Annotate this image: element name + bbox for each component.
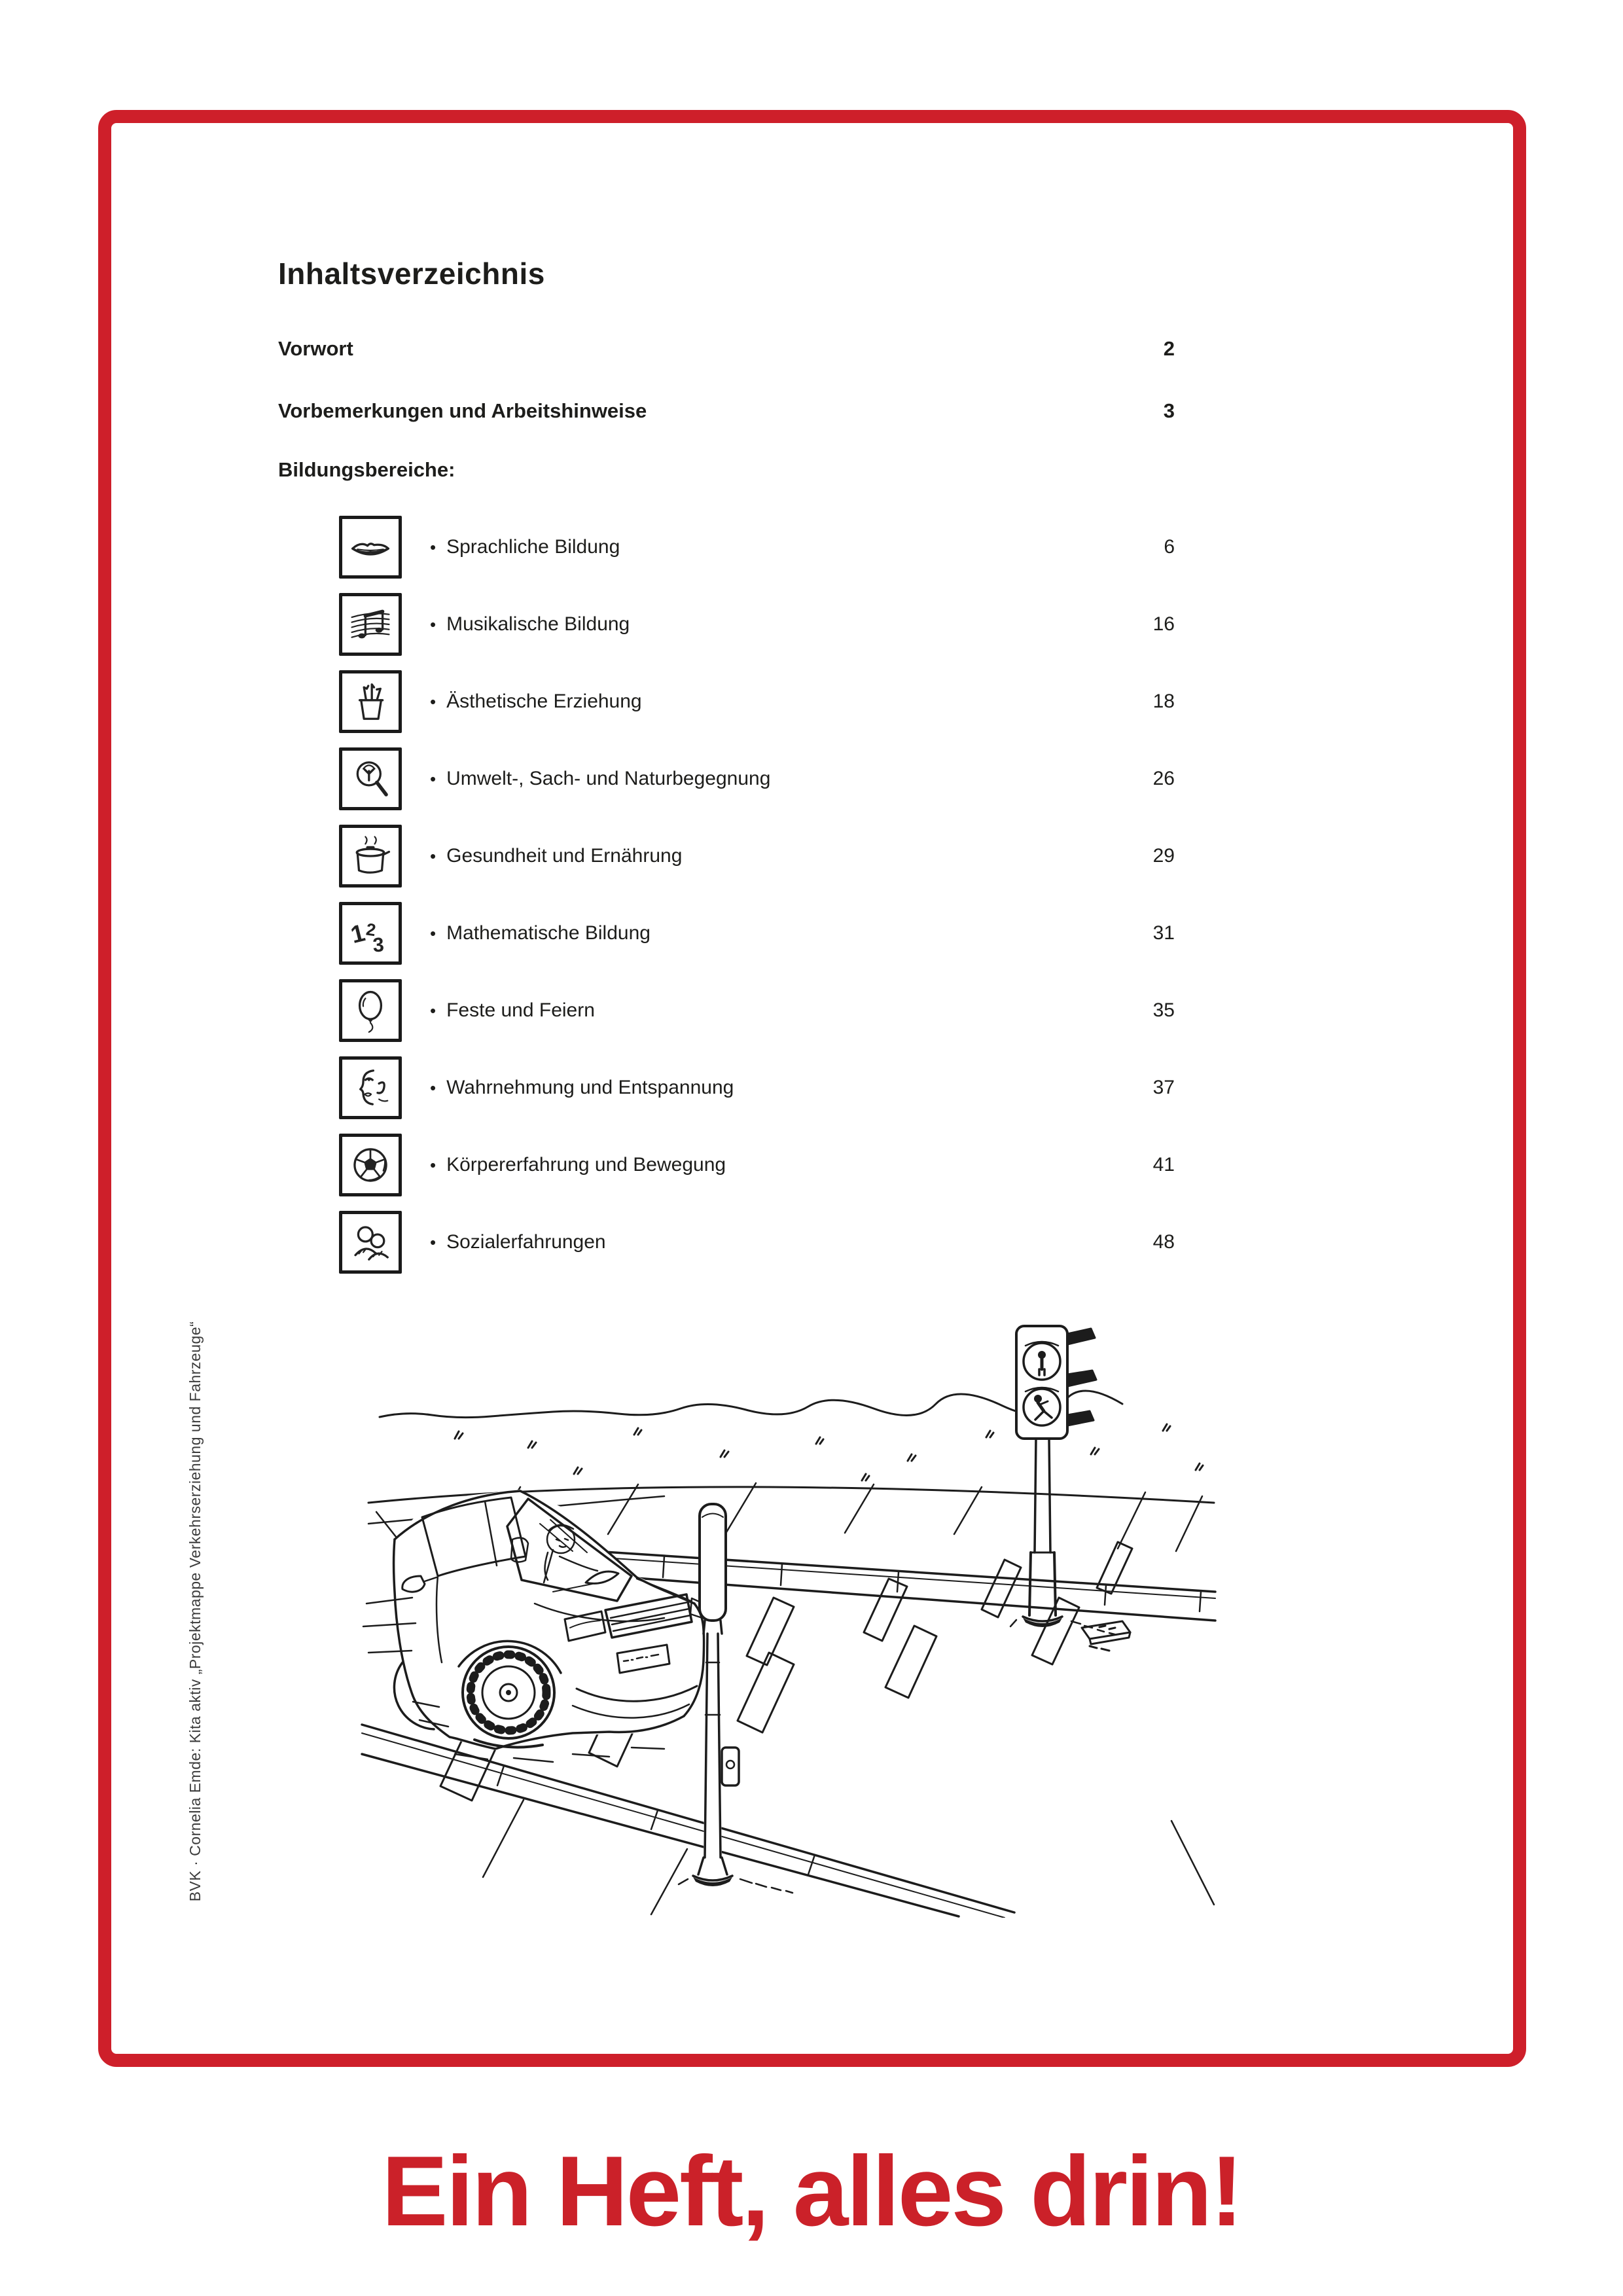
- toc-page-number: 3: [1163, 399, 1175, 422]
- bullet-icon: •: [430, 1001, 437, 1020]
- balloon-icon: [339, 979, 402, 1042]
- toc-page-number: 29: [1152, 845, 1175, 867]
- toc-row-vorbemerkungen: Vorbemerkungen und Arbeitshinweise 3: [278, 399, 1175, 423]
- red-frame-border: [98, 110, 1526, 2067]
- toc-page-number: 18: [1152, 691, 1175, 712]
- toc-label: Vorwort: [278, 337, 353, 360]
- bullet-icon: •: [430, 1078, 437, 1098]
- toc-item: •Feste und Feiern 35: [339, 979, 1175, 1042]
- grass-horizon: [378, 1390, 1204, 1482]
- bullet-icon: •: [430, 769, 437, 789]
- toc-page-number: 41: [1152, 1154, 1175, 1175]
- ground-box: [1080, 1620, 1132, 1652]
- svg-text:1: 1: [348, 918, 368, 948]
- pencil-cup-icon: [339, 670, 402, 733]
- toc-page-number: 35: [1152, 999, 1175, 1021]
- toc-label: Vorbemerkungen und Arbeitshinweise: [278, 399, 647, 422]
- toc-item-label: •Wahrnehmung und Entspannung: [430, 1077, 734, 1098]
- toc-item-label: •Körpererfahrung und Bewegung: [430, 1154, 726, 1175]
- car: [362, 1490, 705, 1763]
- front-wheel: [461, 1645, 556, 1740]
- page-title: Inhaltsverzeichnis: [278, 256, 545, 291]
- toc-item: •Sprachliche Bildung 6: [339, 516, 1175, 579]
- toc-item-label: •Sozialerfahrungen: [430, 1231, 606, 1253]
- promo-headline: Ein Heft, alles drin!: [382, 2136, 1243, 2247]
- bullet-icon: •: [430, 1232, 437, 1252]
- svg-text:3: 3: [372, 933, 384, 956]
- bullet-icon: •: [430, 924, 437, 943]
- toc-item: •Umwelt-, Sach- und Naturbegegnung 26: [339, 747, 1175, 810]
- toc-item-label: •Mathematische Bildung: [430, 922, 651, 944]
- pedestrian-signal-pole: [677, 1503, 794, 1894]
- toc-item: •Gesundheit und Ernährung 29: [339, 825, 1175, 888]
- toc-item-label: •Feste und Feiern: [430, 999, 595, 1021]
- toc-item: •Wahrnehmung und Entspannung 37: [339, 1056, 1175, 1119]
- football-icon: [339, 1134, 402, 1196]
- publisher-credit: BVK · Cornelia Emde: Kita aktiv „Projekt…: [187, 1321, 204, 1902]
- cooking-pot-icon: [339, 825, 402, 888]
- senses-face-icon: [339, 1056, 402, 1119]
- toc-row-vorwort: Vorwort 2: [278, 337, 1175, 361]
- toc-item: •Musikalische Bildung 16: [339, 593, 1175, 656]
- toc-page-number: 26: [1152, 768, 1175, 789]
- toc-item-list: •Sprachliche Bildung 6 •Musikalische Bil…: [339, 516, 1175, 1288]
- toc-item: •Ästhetische Erziehung 18: [339, 670, 1175, 733]
- magnifier-tree-icon: [339, 747, 402, 810]
- toc-item: •Sozialerfahrungen 48: [339, 1211, 1175, 1274]
- section-label: Bildungsbereiche:: [278, 458, 455, 481]
- bullet-icon: •: [430, 1155, 437, 1175]
- toc-item: •Körpererfahrung und Bewegung 41: [339, 1134, 1175, 1196]
- svg-text:2: 2: [365, 919, 378, 940]
- music-notes-icon: [339, 593, 402, 656]
- kerb-near: [361, 1723, 1215, 1918]
- toc-page-number: 6: [1164, 536, 1175, 558]
- toc-page-number: 16: [1152, 613, 1175, 635]
- toc-item-label: •Sprachliche Bildung: [430, 536, 620, 558]
- street-scene-illustration: [361, 1325, 1217, 1918]
- toc-item-label: •Gesundheit und Ernährung: [430, 845, 683, 867]
- bullet-icon: •: [430, 537, 437, 557]
- driver: [510, 1524, 620, 1585]
- toc-item-label: •Musikalische Bildung: [430, 613, 630, 635]
- traffic-light: [1009, 1325, 1116, 1636]
- lips-icon: [339, 516, 402, 579]
- toc-item-label: •Umwelt-, Sach- und Naturbegegnung: [430, 768, 771, 789]
- bullet-icon: •: [430, 846, 437, 866]
- toc-page-number: 48: [1152, 1231, 1175, 1253]
- bullet-icon: •: [430, 692, 437, 711]
- people-icon: [339, 1211, 402, 1274]
- toc-page-number: 37: [1152, 1077, 1175, 1098]
- bullet-icon: •: [430, 615, 437, 634]
- toc-page-number: 2: [1163, 337, 1175, 360]
- toc-page-number: 31: [1152, 922, 1175, 944]
- toc-item-label: •Ästhetische Erziehung: [430, 691, 642, 712]
